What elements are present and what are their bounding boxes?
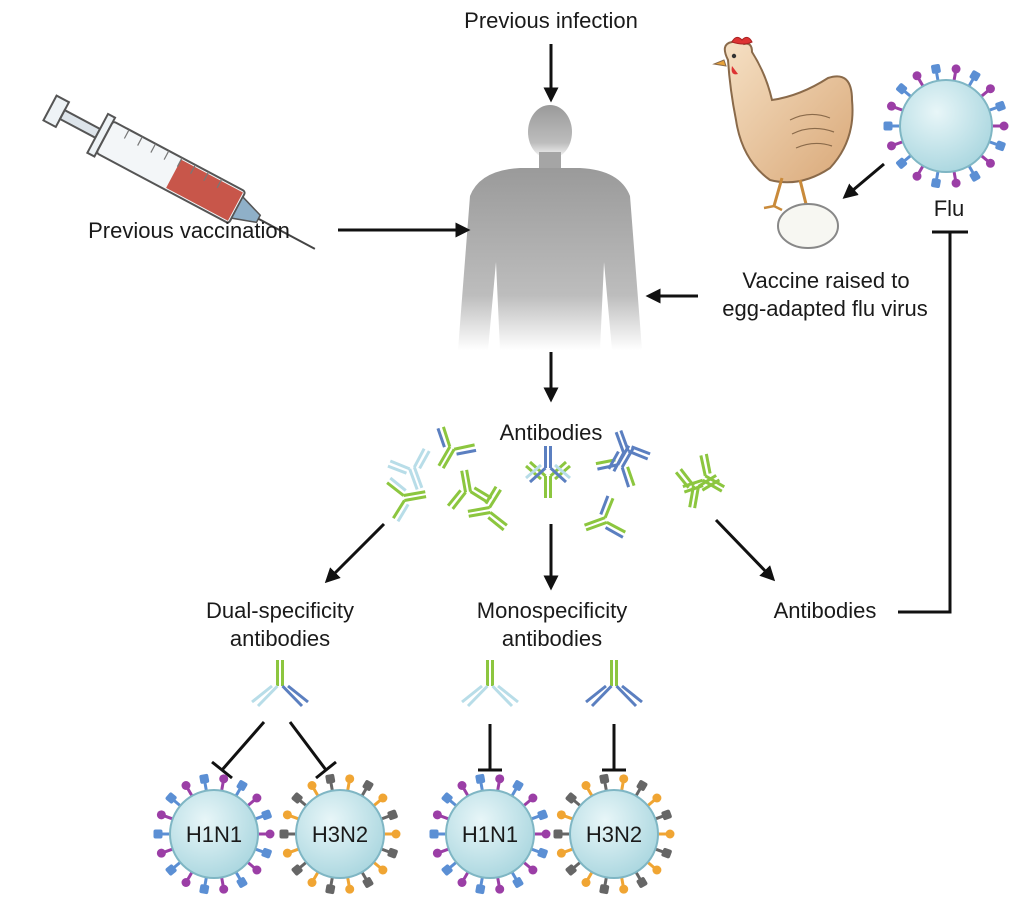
virus-label: H3N2 [312, 822, 368, 847]
antibody-icon [583, 495, 627, 539]
virus-label: H1N1 [186, 822, 242, 847]
virus-label: H1N1 [462, 822, 518, 847]
antibody-icon [525, 446, 571, 484]
arrow-antibodies-to-right [714, 518, 776, 582]
label-flu: Flu [933, 196, 965, 221]
arrows-group [324, 44, 885, 591]
chicken-icon [712, 36, 854, 212]
flu-virus-body [883, 63, 1009, 189]
antibody-icon [674, 468, 721, 509]
virus-mono-h3n2: H3N2 [553, 773, 675, 895]
label-mono-line1: Monospecificity [476, 598, 628, 623]
flu-virus-icon [883, 63, 1009, 189]
label-antibodies-top: Antibodies [499, 420, 603, 445]
virus-dual-h1n1: H1N1 [153, 773, 275, 895]
antibody-icon [386, 476, 427, 523]
inhibition-bracket [898, 230, 968, 614]
label-previous-vaccination: Previous vaccination [88, 218, 290, 243]
mono-antibody-icon [585, 660, 643, 708]
antibody-cluster [386, 426, 726, 539]
specific-antibodies [251, 660, 643, 708]
antibody-icon [387, 447, 431, 491]
arrow-antibodies-to-dual [324, 522, 386, 584]
egg-icon [777, 203, 839, 249]
virus-label: H3N2 [586, 822, 642, 847]
label-vaccine-line2: egg-adapted flu virus [722, 296, 928, 321]
antibody-icon [436, 426, 477, 470]
antibody-icon [446, 469, 493, 510]
label-dual-line1: Dual-specificity [206, 598, 354, 623]
label-vaccine-line1: Vaccine raised to [742, 268, 910, 293]
antibody-icon [467, 485, 508, 532]
label-antibodies-right: Antibodies [773, 598, 877, 623]
antibody-icon [682, 453, 726, 494]
label-previous-infection: Previous infection [464, 8, 638, 33]
virus-dual-h3n2: H3N2 [279, 773, 401, 895]
syringe-icon [42, 94, 316, 250]
virus-mono-h1n1: H1N1 [429, 773, 551, 895]
arrow-flu-to-egg [842, 162, 885, 199]
label-mono-line2: antibodies [501, 626, 603, 651]
antibody-icon [607, 429, 651, 473]
inhibition-bars [211, 721, 626, 780]
mono-antibody-icon [461, 660, 519, 708]
label-dual-line2: antibodies [229, 626, 331, 651]
person-silhouette [458, 105, 642, 350]
dual-antibody-icon [251, 660, 309, 708]
virus-row: H1N1 H3N2 H1N1 H3N2 [153, 773, 675, 895]
